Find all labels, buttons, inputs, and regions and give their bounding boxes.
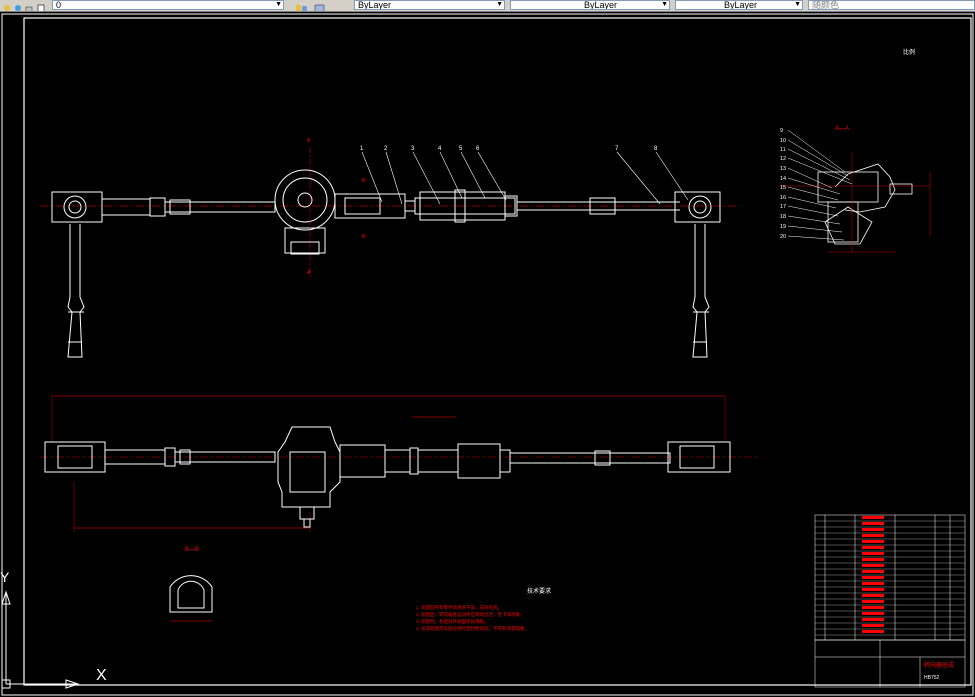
top-view-leaders bbox=[361, 151, 689, 205]
bom-cell-mark bbox=[862, 570, 884, 573]
title-block-code: HB752 bbox=[924, 675, 940, 681]
plotstyle-control-value: 随颜色 bbox=[812, 0, 840, 10]
section-a-marker: A bbox=[307, 138, 311, 144]
bom-cell-mark bbox=[862, 564, 884, 567]
title-block-name: 转向器总成 bbox=[924, 661, 954, 669]
bom-cell-mark bbox=[862, 528, 884, 531]
linetype-control-value: ByLayer bbox=[584, 0, 618, 10]
inner-border bbox=[23, 17, 972, 686]
part-number: 19 bbox=[780, 224, 786, 230]
bom-cell-mark bbox=[862, 582, 884, 585]
tech-notes: 1. 装配前所有零件须清洗干净，去除毛刺。 2. 装配后，转向器各运动件应转动灵… bbox=[416, 604, 529, 632]
part-number: 5 bbox=[459, 146, 463, 152]
part-number: 16 bbox=[780, 195, 786, 201]
section-b-marker: B bbox=[362, 178, 366, 184]
layer-freeze-icon[interactable] bbox=[13, 0, 23, 11]
part-number: 7 bbox=[615, 146, 619, 152]
tech-note: 2. 装配后，转向器各运动件应转动灵活，无卡滞现象。 bbox=[416, 611, 525, 618]
bom-cell-mark bbox=[862, 606, 884, 609]
part-number: 20 bbox=[780, 234, 786, 240]
part-number: 1 bbox=[360, 146, 364, 152]
part-number: 4 bbox=[438, 146, 442, 152]
bom-cell-mark bbox=[862, 600, 884, 603]
part-number: 11 bbox=[780, 147, 786, 153]
part-number: 9 bbox=[780, 128, 783, 134]
chevron-down-icon: ▼ bbox=[794, 1, 801, 8]
bom-cell-mark bbox=[862, 522, 884, 525]
bom-cell-mark bbox=[862, 576, 884, 579]
part-number: 8 bbox=[654, 146, 658, 152]
scale-note: 比例 bbox=[903, 48, 915, 56]
section-a-part-numbers: 9 10 11 12 13 14 15 16 17 18 19 20 bbox=[780, 128, 786, 240]
part-number: 15 bbox=[780, 185, 786, 191]
bom-cell-mark bbox=[862, 516, 884, 519]
bom-rows bbox=[815, 516, 965, 636]
bom-cell-mark bbox=[862, 630, 884, 633]
part-number: 17 bbox=[780, 204, 786, 210]
tech-note: 1. 装配前所有零件须清洗干净，去除毛刺。 bbox=[416, 604, 502, 611]
front-view bbox=[40, 395, 760, 532]
layer-dropdown-value: 0 bbox=[56, 0, 62, 10]
bom-cell-mark bbox=[862, 618, 884, 621]
top-view bbox=[40, 147, 740, 358]
bom-cell-mark bbox=[862, 558, 884, 561]
part-number: 12 bbox=[780, 156, 786, 162]
chevron-down-icon: ▼ bbox=[496, 1, 503, 8]
top-view-part-numbers: 1 2 3 4 5 6 7 8 bbox=[360, 146, 658, 152]
layer-dropdown[interactable]: 0 ▼ bbox=[52, 0, 284, 10]
bom-cell-mark bbox=[862, 534, 884, 537]
layer-state-icon[interactable] bbox=[2, 0, 12, 11]
section-a-label: A—A bbox=[835, 126, 849, 132]
ucs-icon bbox=[1, 590, 80, 689]
part-number: 10 bbox=[780, 138, 786, 144]
outer-frame bbox=[1, 13, 974, 696]
make-object-layer-current-icon[interactable] bbox=[295, 0, 309, 11]
chevron-down-icon: ▼ bbox=[275, 1, 282, 8]
bill-of-materials bbox=[814, 514, 966, 641]
lineweight-control-value: ByLayer bbox=[724, 0, 758, 10]
section-markers: A A B B bbox=[307, 138, 366, 276]
color-control-value: ByLayer bbox=[358, 0, 392, 10]
bom-cell-mark bbox=[862, 540, 884, 543]
ucs-y-label: Y bbox=[0, 569, 10, 585]
tech-note: 3. 装配时，各密封件表面涂润滑脂。 bbox=[416, 618, 489, 625]
properties-toolbar: 0 ▼ ByLayer ▼ ByLayer ▼ ByLayer ▼ 随颜色 bbox=[0, 0, 975, 12]
linetype-control-dropdown[interactable]: ByLayer ▼ bbox=[510, 0, 670, 10]
color-control-dropdown[interactable]: ByLayer ▼ bbox=[354, 0, 505, 10]
section-b-view bbox=[169, 575, 213, 622]
layer-previous-icon[interactable] bbox=[313, 0, 327, 11]
lineweight-control-dropdown[interactable]: ByLayer ▼ bbox=[675, 0, 803, 10]
bom-cell-mark bbox=[862, 594, 884, 597]
tech-notes-title: 技术要求 bbox=[527, 587, 551, 595]
tech-note: 4. 总成装配完毕后应进行密封性试验，不得有渗漏现象。 bbox=[416, 625, 529, 632]
section-a-view bbox=[780, 152, 931, 253]
bom-cell-mark bbox=[862, 624, 884, 627]
layer-color-swatch bbox=[36, 0, 46, 11]
bom-cell-mark bbox=[862, 552, 884, 555]
drawing-canvas[interactable]: 1 2 3 4 5 6 7 8 A A B B 比例 A—A bbox=[0, 12, 975, 697]
ucs-x-label: X bbox=[96, 667, 107, 684]
part-number: 14 bbox=[780, 176, 786, 182]
bom-cell-mark bbox=[862, 546, 884, 549]
plotstyle-control-dropdown[interactable]: 随颜色 bbox=[808, 0, 975, 10]
part-number: 2 bbox=[384, 146, 388, 152]
part-number: 3 bbox=[411, 146, 415, 152]
section-a-leaders bbox=[787, 129, 853, 241]
part-number: 6 bbox=[476, 146, 480, 152]
layer-lock-icon[interactable] bbox=[24, 0, 34, 11]
section-b-marker: B bbox=[362, 234, 366, 240]
section-b-label: B—B bbox=[185, 547, 199, 553]
bom-cell-mark bbox=[862, 612, 884, 615]
part-number: 18 bbox=[780, 214, 786, 220]
chevron-down-icon: ▼ bbox=[661, 1, 668, 8]
bom-cell-mark bbox=[862, 588, 884, 591]
cad-drawing[interactable]: 1 2 3 4 5 6 7 8 A A B B 比例 A—A bbox=[0, 12, 975, 697]
title-block bbox=[814, 639, 966, 688]
part-number: 13 bbox=[780, 166, 786, 172]
section-a-marker: A bbox=[307, 270, 311, 276]
